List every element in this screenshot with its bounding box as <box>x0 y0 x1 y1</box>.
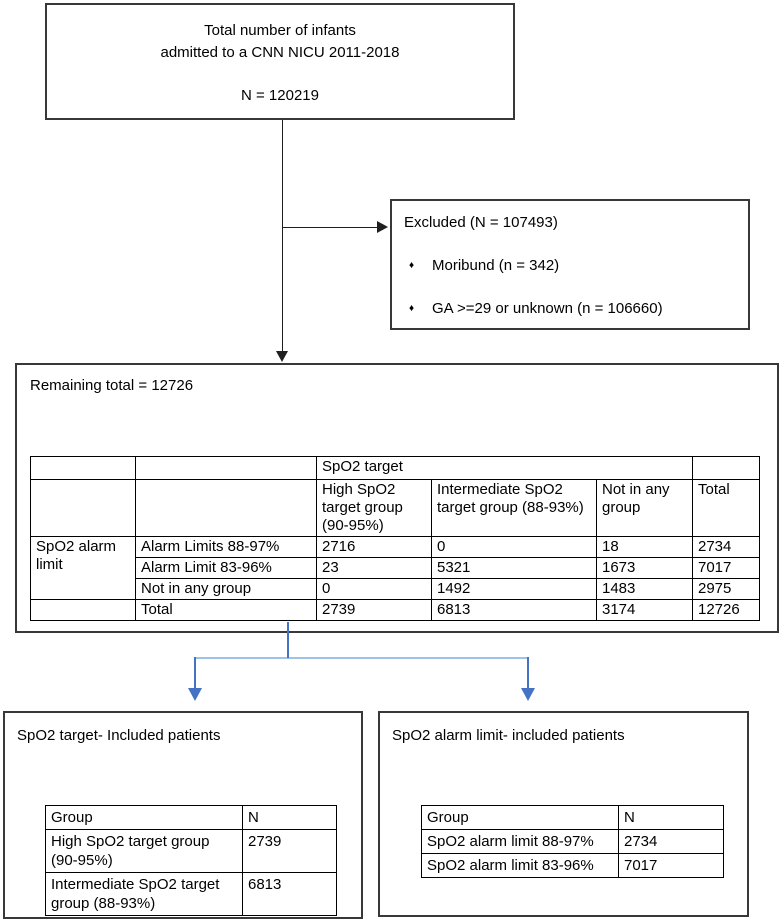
empty-cell <box>135 456 317 480</box>
blue-connector-horizontal <box>195 657 528 659</box>
remaining-total-title: Remaining total = 12726 <box>30 377 194 394</box>
cell-value: 6813 <box>242 872 337 916</box>
spo2-target-included-table: Group N High SpO2 target group (90-95%) … <box>45 805 337 916</box>
spo2-alarm-included-title: SpO2 alarm limit- included patients <box>392 727 625 744</box>
cell-value: 1483 <box>596 578 693 600</box>
col-header: Total <box>692 479 760 537</box>
col-group-header: SpO2 target <box>316 456 693 480</box>
col-header: N <box>242 805 337 830</box>
spo2-target-included-title: SpO2 target- Included patients <box>17 727 221 744</box>
col-header: Intermediate SpO2 target group (88-93%) <box>431 479 597 537</box>
row-label: Intermediate SpO2 target group (88-93%) <box>45 872 243 916</box>
row-label: Alarm Limits 88-97% <box>135 536 317 558</box>
col-header: Group <box>421 805 619 830</box>
row-label: High SpO2 target group (90-95%) <box>45 829 243 873</box>
cell-value: 7017 <box>692 557 760 579</box>
row-label: Not in any group <box>135 578 317 600</box>
col-header: Group <box>45 805 243 830</box>
cell-value: 1492 <box>431 578 597 600</box>
right-arrow-icon <box>377 221 388 233</box>
total-infants-n: N = 120219 <box>241 87 319 104</box>
spo2-alarm-included-table: Group N SpO2 alarm limit 88-97% 2734 SpO… <box>421 805 724 878</box>
blue-connector-stub <box>287 622 289 658</box>
spo2-target-included-box: SpO2 target- Included patients Group N H… <box>3 711 363 919</box>
cell-value: 2734 <box>692 536 760 558</box>
empty-cell <box>692 456 760 480</box>
cell-value: 5321 <box>431 557 597 579</box>
cell-value: 2734 <box>618 829 724 854</box>
cell-value: 3174 <box>596 599 693 621</box>
excluded-item: ♦ Moribund (n = 342) <box>404 257 736 274</box>
excluded-item-text: Moribund (n = 342) <box>432 257 560 274</box>
row-label: SpO2 alarm limit 88-97% <box>421 829 619 854</box>
blue-connector-left-vertical <box>194 657 196 689</box>
total-infants-box: Total number of infants admitted to a CN… <box>45 3 515 120</box>
cell-value: 2716 <box>316 536 432 558</box>
remaining-total-box: Remaining total = 12726 SpO2 target High… <box>15 363 779 633</box>
blue-down-arrow-icon <box>521 688 535 701</box>
cell-value: 2975 <box>692 578 760 600</box>
blue-down-arrow-icon <box>188 688 202 701</box>
cell-value: 18 <box>596 536 693 558</box>
excluded-title: Excluded (N = 107493) <box>404 214 558 231</box>
blue-connector-right-vertical <box>527 657 529 689</box>
cell-value: 7017 <box>618 853 724 878</box>
cell-value: 0 <box>316 578 432 600</box>
empty-cell <box>135 479 317 537</box>
row-group-header: SpO2 alarm limit <box>30 536 136 600</box>
diamond-bullet-icon: ♦ <box>409 303 415 314</box>
cell-value: 2739 <box>316 599 432 621</box>
row-label: SpO2 alarm limit 83-96% <box>421 853 619 878</box>
cell-value: 23 <box>316 557 432 579</box>
crosstab-table: SpO2 target High SpO2 target group (90-9… <box>30 456 760 621</box>
cell-value: 12726 <box>692 599 760 621</box>
cell-value: 0 <box>431 536 597 558</box>
spo2-alarm-included-box: SpO2 alarm limit- included patients Grou… <box>378 711 749 917</box>
cell-value: 2739 <box>242 829 337 873</box>
total-infants-line1: Total number of infants <box>204 22 356 39</box>
empty-cell <box>30 456 136 480</box>
excluded-box: Excluded (N = 107493) ♦ Moribund (n = 34… <box>390 199 750 330</box>
empty-cell <box>30 599 136 621</box>
cell-value: 1673 <box>596 557 693 579</box>
col-header: Not in any group <box>596 479 693 537</box>
empty-cell <box>30 479 136 537</box>
row-label: Alarm Limit 83-96% <box>135 557 317 579</box>
total-infants-line2: admitted to a CNN NICU 2011-2018 <box>160 44 400 61</box>
excluded-item: ♦ GA >=29 or unknown (n = 106660) <box>404 300 736 317</box>
diamond-bullet-icon: ♦ <box>409 260 415 271</box>
row-label: Total <box>135 599 317 621</box>
col-header: High SpO2 target group (90-95%) <box>316 479 432 537</box>
excluded-item-text: GA >=29 or unknown (n = 106660) <box>432 300 663 317</box>
cell-value: 6813 <box>431 599 597 621</box>
connector-horizontal-line <box>283 227 378 228</box>
connector-vertical-line <box>282 120 283 352</box>
down-arrow-icon <box>276 351 288 362</box>
col-header: N <box>618 805 724 830</box>
